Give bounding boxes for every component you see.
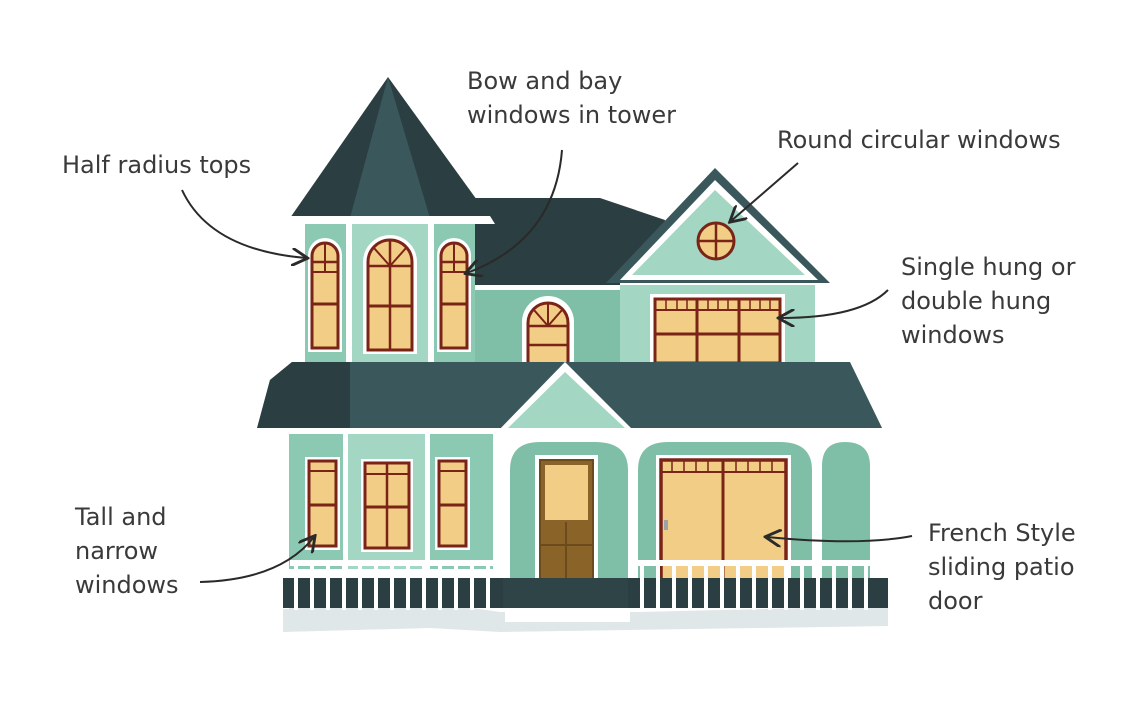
- baluster: [752, 566, 756, 610]
- tower-window-right: [437, 238, 471, 352]
- baluster: [704, 566, 708, 610]
- arrow-french-style: [767, 536, 913, 541]
- baluster: [486, 566, 490, 610]
- baluster: [784, 566, 788, 610]
- baluster: [326, 566, 330, 610]
- label-tall-narrow-windows: Tall and narrow windows: [75, 503, 179, 599]
- baluster: [864, 566, 868, 610]
- baluster: [656, 566, 660, 610]
- baluster: [832, 566, 836, 610]
- baluster: [294, 566, 298, 610]
- baluster: [640, 566, 644, 610]
- baluster: [342, 566, 346, 610]
- baluster: [720, 566, 724, 610]
- back-roof: [475, 198, 665, 290]
- tower-window-center: [363, 235, 417, 354]
- railing-balusters: [294, 566, 868, 610]
- arrow-round-circular: [731, 162, 799, 221]
- porch-gable: [495, 362, 637, 434]
- round-window: [696, 221, 736, 261]
- tall-window-right: [435, 457, 470, 550]
- annotation-arrows: [181, 149, 913, 583]
- baluster: [672, 566, 676, 610]
- baluster: [390, 566, 394, 610]
- baluster: [406, 566, 410, 610]
- arrow-bow-bay: [467, 149, 563, 273]
- baluster: [736, 566, 740, 610]
- house-base: [283, 602, 888, 632]
- middle-arched-window: [522, 296, 574, 368]
- tower-roof: [286, 77, 495, 224]
- arrow-half-radius: [181, 189, 306, 258]
- baluster: [470, 566, 474, 610]
- baluster: [358, 566, 362, 610]
- baluster: [422, 566, 426, 610]
- baluster: [454, 566, 458, 610]
- double-hung-window: [650, 294, 785, 368]
- baluster: [374, 566, 378, 610]
- arrow-tall-narrow: [199, 537, 314, 583]
- label-half-radius-tops: Half radius tops: [62, 151, 252, 179]
- label-french-patio-door: French Style sliding patio door: [928, 519, 1076, 615]
- baluster: [800, 566, 804, 610]
- front-door: [535, 455, 598, 583]
- baluster: [310, 566, 314, 610]
- baluster: [848, 566, 852, 610]
- tower-window-left: [308, 238, 342, 352]
- baluster: [816, 566, 820, 610]
- arrow-single-hung: [780, 289, 889, 318]
- baluster: [768, 566, 772, 610]
- baluster: [688, 566, 692, 610]
- baluster: [438, 566, 442, 610]
- label-round-circular-windows: Round circular windows: [777, 126, 1061, 154]
- label-single-double-hung: Single hung or double hung windows: [901, 253, 1076, 349]
- label-bow-bay-windows: Bow and bay windows in tower: [467, 67, 677, 129]
- tall-window-left: [305, 457, 340, 550]
- tall-window-center: [361, 459, 413, 552]
